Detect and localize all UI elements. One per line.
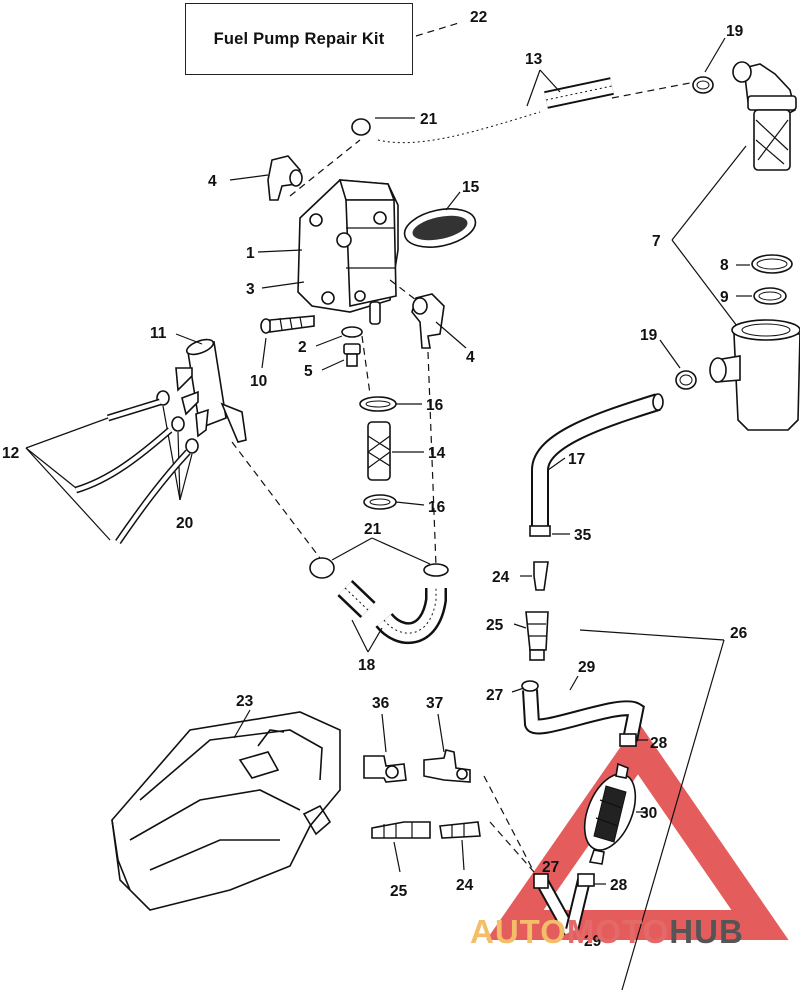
fuel-connector-37 [423, 749, 471, 783]
repair-kit-title: Fuel Pump Repair Kit [213, 29, 385, 48]
elbow-fitting-4-top [267, 155, 303, 201]
screw-10 [260, 315, 315, 334]
callout-5: 5 [304, 363, 313, 380]
fuel-hose-17 [529, 393, 664, 537]
callout-12: 12 [2, 445, 19, 462]
callout-13: 13 [525, 51, 543, 68]
fuel-connector-36 [363, 755, 407, 783]
primer-hose-29 [521, 680, 645, 742]
callout-11: 11 [150, 325, 167, 342]
fuel-tank-23 [111, 711, 341, 911]
clamp-20-a [156, 390, 170, 406]
callout-24-top: 24 [492, 569, 510, 586]
callout-21-top: 21 [420, 111, 438, 128]
callout-27-top: 27 [486, 687, 503, 704]
callout-labels: 22 19 13 21 4 15 1 3 7 8 9 11 2 4 10 5 1… [2, 9, 748, 950]
connector-25-top [525, 611, 549, 661]
clamp-21-top [351, 118, 371, 136]
callout-26: 26 [730, 625, 748, 642]
clamp-28-top [619, 733, 637, 747]
fitting-24-bottom [439, 821, 481, 839]
filter-bowl-7 [709, 319, 800, 431]
callout-19-top: 19 [726, 23, 744, 40]
callout-7: 7 [652, 233, 661, 250]
watermark-triangle [486, 721, 789, 940]
fitting-24-top [533, 561, 549, 591]
callout-19-bottom: 19 [640, 327, 658, 344]
callout-28-bottom: 28 [610, 877, 628, 894]
callout-29-bottom: 29 [584, 933, 602, 950]
clamp-21-right [423, 563, 449, 577]
clamp-16-bottom [363, 494, 397, 510]
clamp-20-c [185, 438, 199, 454]
callout-23: 23 [236, 693, 254, 710]
watermark-hub: HUB [669, 913, 744, 950]
callout-36: 36 [372, 695, 390, 712]
fuel-hose-13 [376, 77, 614, 148]
tee-fitting-11 [175, 338, 247, 443]
elbow-fitting-4-bottom [411, 293, 445, 349]
watermark-logo: AUTOMOTOHUB [470, 913, 744, 951]
callout-37: 37 [426, 695, 443, 712]
callout-35: 35 [574, 527, 592, 544]
clamp-16-top [359, 396, 397, 412]
callout-22: 22 [470, 9, 487, 26]
callout-4-bottom: 4 [466, 349, 475, 366]
fuel-hose-18 [337, 580, 447, 645]
watermark-moto: MOTO [566, 913, 670, 950]
fuel-filter-cap-7 [732, 61, 797, 171]
hose-clamp-19-top [692, 76, 714, 94]
plug-5 [343, 343, 361, 367]
clamp-27-bottom [533, 873, 549, 889]
gasket-15 [403, 208, 477, 248]
clamp-21-left [309, 557, 335, 579]
callout-10: 10 [250, 373, 267, 390]
hoses-12 [74, 398, 191, 544]
callout-9: 9 [720, 289, 729, 306]
callout-1: 1 [246, 245, 255, 262]
fuel-pump-1 [297, 179, 399, 325]
clamp-28-bottom [577, 873, 595, 887]
callout-25-top: 25 [486, 617, 504, 634]
callout-30: 30 [640, 805, 657, 822]
callout-21-bottom: 21 [364, 521, 382, 538]
connector-25-bottom [371, 821, 431, 839]
repair-kit-box: Fuel Pump Repair Kit [185, 3, 413, 75]
callout-4-top: 4 [208, 173, 217, 190]
callout-3: 3 [246, 281, 255, 298]
inline-filter-14 [367, 421, 391, 481]
callout-2: 2 [298, 339, 307, 356]
callout-15: 15 [462, 179, 480, 196]
leader-22 [415, 21, 463, 37]
callout-20: 20 [176, 515, 193, 532]
callout-8: 8 [720, 257, 729, 274]
callout-27-bottom: 27 [542, 859, 559, 876]
primer-bulb-30 [583, 762, 637, 865]
callout-24-bottom: 24 [456, 877, 474, 894]
callout-28-top: 28 [650, 735, 668, 752]
callout-17: 17 [568, 451, 585, 468]
callout-18: 18 [358, 657, 376, 674]
hose-clamp-19-bottom [675, 370, 697, 390]
watermark-auto: AUTO [470, 913, 567, 950]
callout-14: 14 [428, 445, 446, 462]
callout-29-top: 29 [578, 659, 596, 676]
callout-25-bottom: 25 [390, 883, 408, 900]
callout-16-bottom: 16 [428, 499, 446, 516]
clamp-20-b [171, 416, 185, 432]
washer-2 [341, 326, 363, 338]
callout-16-top: 16 [426, 397, 444, 414]
